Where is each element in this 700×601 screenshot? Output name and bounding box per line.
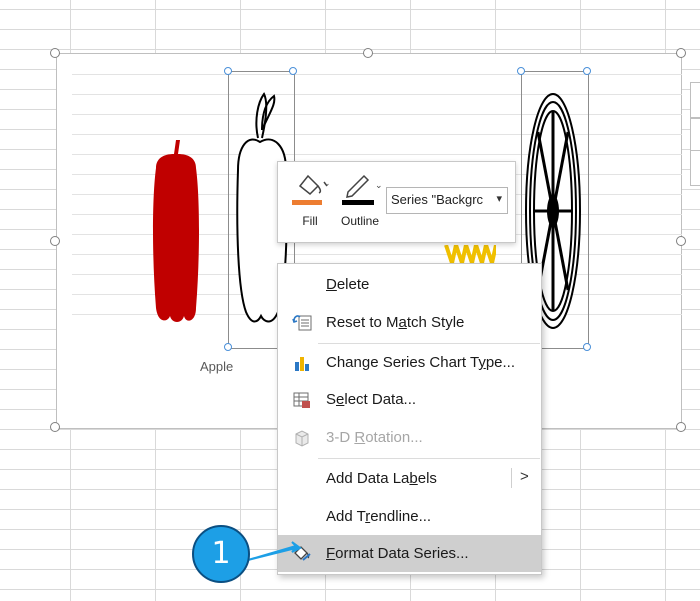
reset-style-icon — [292, 315, 312, 331]
menu-item-select-data[interactable]: Select Data... — [278, 381, 541, 418]
chevron-right-icon: > — [520, 468, 529, 485]
fill-color-swatch — [292, 200, 322, 205]
chart-handle-tm[interactable] — [363, 48, 373, 58]
chart-handle-mr[interactable] — [676, 236, 686, 246]
outline-button[interactable]: ⌄ Outline — [336, 170, 384, 232]
menu-item-delete-accel: D — [326, 276, 337, 293]
chart-type-icon — [295, 357, 309, 371]
fill-button[interactable]: ⌄ Fill — [288, 170, 332, 232]
menu-item-add-trendline[interactable]: Add Trendline... — [326, 508, 432, 525]
chart-handle-tl[interactable] — [50, 48, 60, 58]
point-handle[interactable] — [583, 343, 591, 351]
menu-item-format-data-series[interactable]: Format Data Series... — [278, 535, 541, 572]
menu-item-reset-to-match-style[interactable]: Reset to Match Style — [278, 304, 541, 341]
svg-text:⌄: ⌄ — [323, 178, 330, 188]
series-selector-dropdown[interactable]: Series "Backgrc ▾ — [386, 187, 508, 214]
chart-handle-tr[interactable] — [676, 48, 686, 58]
point-handle[interactable] — [583, 67, 591, 75]
point-handle[interactable] — [289, 67, 297, 75]
menu-separator — [318, 458, 540, 459]
series-selector-value: Series "Backgrc — [391, 192, 484, 207]
menu-item-delete[interactable]: Delete — [278, 266, 541, 303]
pepper-picture-bar[interactable] — [150, 138, 202, 328]
point-handle[interactable] — [517, 67, 525, 75]
chart-handle-br[interactable] — [676, 422, 686, 432]
cube-icon — [295, 430, 309, 447]
legend-entry-box[interactable] — [690, 82, 700, 118]
menu-item-change-series-chart-type[interactable]: Change Series Chart Type... — [278, 344, 541, 381]
apple-leaf — [261, 94, 276, 131]
point-handle[interactable] — [224, 343, 232, 351]
selected-point-wheel[interactable] — [521, 71, 589, 349]
select-data-icon — [293, 392, 310, 408]
context-menu: Delete Reset to Match Style Change Serie… — [277, 263, 542, 575]
point-handle[interactable] — [224, 67, 232, 75]
submenu-divider — [511, 468, 512, 488]
paint-bucket-icon: ⌄ — [298, 174, 330, 196]
outline-color-swatch — [342, 200, 374, 205]
mini-toolbar: ⌄ Fill ⌄ Outline Series "Backgrc ▾ — [277, 161, 516, 243]
fill-label: Fill — [302, 214, 318, 228]
svg-text:⌄: ⌄ — [375, 180, 382, 190]
pen-icon: ⌄ — [346, 174, 382, 198]
corn-picture-bar[interactable] — [444, 245, 496, 263]
legend-entry-box[interactable] — [690, 150, 700, 186]
menu-item-delete-rest: elete — [336, 276, 370, 293]
category-axis-label: Apple — [200, 359, 234, 374]
menu-separator — [318, 343, 540, 344]
step-callout: 1 — [192, 525, 250, 583]
outline-label: Outline — [340, 214, 380, 228]
chart-handle-bl[interactable] — [50, 422, 60, 432]
chevron-down-icon: ▾ — [494, 192, 502, 205]
chart-handle-ml[interactable] — [50, 236, 60, 246]
menu-item-add-data-labels[interactable]: Add Data Labels > — [326, 468, 529, 488]
pepper-shape — [153, 140, 199, 322]
menu-item-3d-rotation[interactable]: 3-D Rotation... — [278, 419, 541, 456]
